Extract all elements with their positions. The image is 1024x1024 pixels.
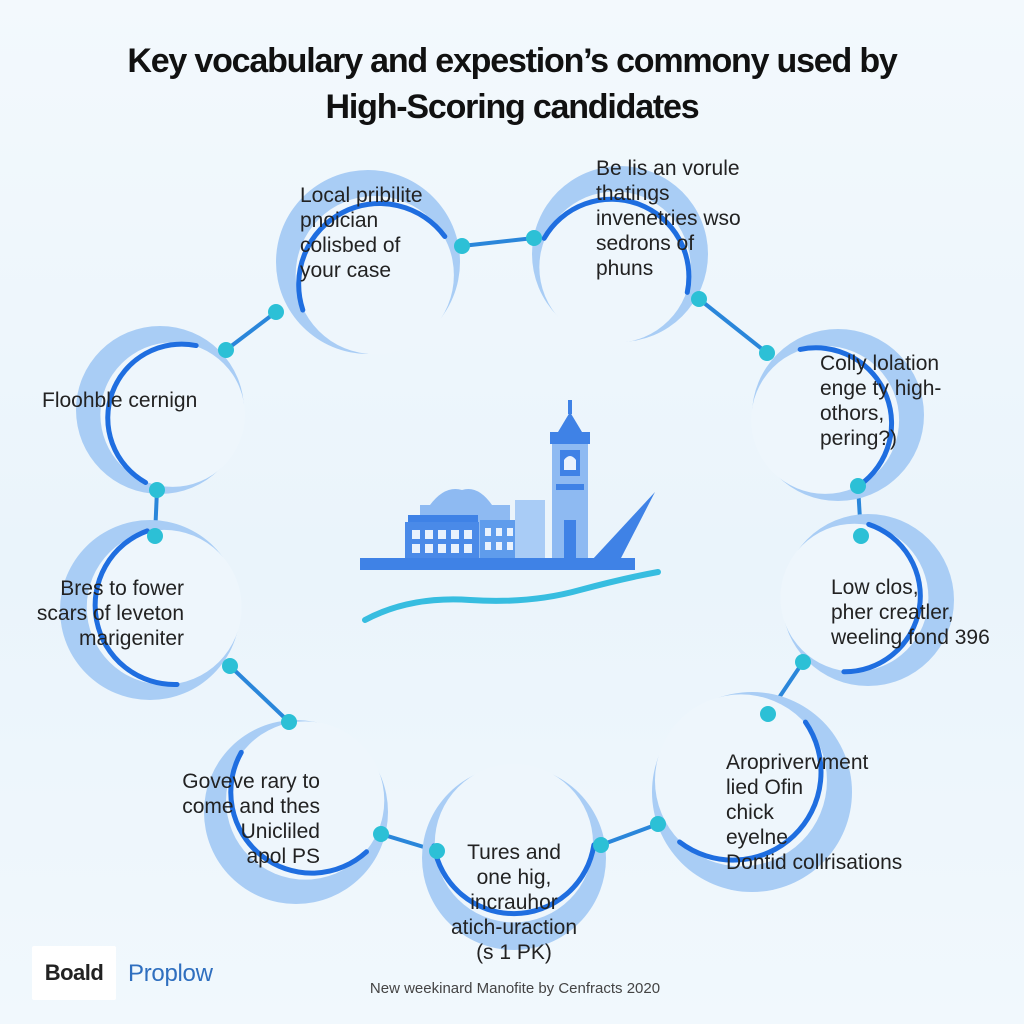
title-line-2: High-Scoring candidates bbox=[325, 88, 700, 126]
item-line: pher creatler, bbox=[831, 601, 954, 624]
title-line-1: Key vocabulary and expestion’s commony u… bbox=[127, 42, 897, 80]
connector-node-11 bbox=[429, 843, 445, 859]
item-line: weeling fond 396 bbox=[831, 626, 990, 649]
item-line: Floohble cernign bbox=[42, 389, 198, 412]
segment-arc-6 bbox=[422, 764, 606, 950]
connector-node-1 bbox=[454, 238, 470, 254]
connector-node-12 bbox=[373, 826, 389, 842]
item-line: lied Ofin bbox=[726, 776, 804, 799]
segment-arc-3 bbox=[751, 329, 924, 501]
brand-logo: Boald bbox=[32, 946, 116, 1000]
item-label-goveve: Goveve rary to come and thes Unicliled a… bbox=[168, 769, 320, 869]
item-line: Be lis an vorule bbox=[596, 157, 740, 180]
segment-arcs bbox=[60, 166, 954, 950]
page-title: Key vocabulary and expestion’s commony u… bbox=[0, 38, 1024, 130]
item-label-bres: Bres to fower scars of leveton marigenit… bbox=[30, 576, 184, 651]
connector-node-5 bbox=[850, 478, 866, 494]
item-line: pnoician bbox=[300, 209, 379, 232]
item-label-local: Local pribilite pnoician colisbed of you… bbox=[300, 183, 423, 283]
connector-node-2 bbox=[526, 230, 542, 246]
item-line: one hig, bbox=[476, 866, 552, 889]
connector-line-1 bbox=[461, 236, 535, 248]
connector-node-8 bbox=[760, 706, 776, 722]
connector-line-9 bbox=[224, 310, 278, 352]
brand-subtitle: Proplow bbox=[128, 960, 213, 987]
connector-node-9 bbox=[650, 816, 666, 832]
item-line: phuns bbox=[596, 257, 654, 280]
segment-arc-9 bbox=[76, 326, 245, 494]
connector-node-18 bbox=[268, 304, 284, 320]
item-line: your case bbox=[300, 259, 392, 282]
item-label-colly: Colly lolation enge ty high- othors, per… bbox=[820, 351, 941, 451]
item-line: Unicliled bbox=[240, 820, 320, 843]
city-waterfront-icon bbox=[360, 400, 661, 623]
item-line: come and thes bbox=[182, 795, 320, 818]
item-line: incrauhor bbox=[470, 891, 558, 914]
item-line: (s 1 PK) bbox=[476, 941, 552, 964]
item-label-vorule: Be lis an vorule thatings invenetries ws… bbox=[596, 156, 741, 281]
connector-node-3 bbox=[691, 291, 707, 307]
segment-arc-4 bbox=[780, 514, 954, 686]
item-line: enge ty high- bbox=[820, 377, 942, 400]
item-line: scars of leveton bbox=[36, 602, 184, 625]
item-line: sedrons of bbox=[596, 232, 695, 255]
item-line: Colly lolation bbox=[820, 352, 940, 375]
segment-arc-1 bbox=[276, 170, 460, 355]
connector-line-5 bbox=[600, 822, 659, 847]
item-line: Goveve rary to bbox=[182, 770, 320, 793]
connector-node-7 bbox=[795, 654, 811, 670]
item-line: othors, bbox=[820, 402, 885, 425]
item-line: pering?) bbox=[820, 427, 898, 450]
item-line: Low clos, bbox=[831, 576, 919, 599]
item-line: thatings bbox=[596, 182, 670, 205]
segment-arc-5 bbox=[652, 692, 852, 892]
connector-line-7 bbox=[228, 664, 291, 724]
item-label-low: Low clos, pher creatler, weeling fond 39… bbox=[831, 575, 990, 650]
connector-line-2 bbox=[697, 297, 769, 355]
connector-node-16 bbox=[149, 482, 165, 498]
segment-arc-8 bbox=[60, 520, 242, 700]
connector-node-15 bbox=[147, 528, 163, 544]
item-line: Local pribilite bbox=[300, 184, 423, 207]
item-line: invenetries wso bbox=[596, 207, 741, 230]
segment-arc-2 bbox=[532, 166, 708, 343]
connector-nodes bbox=[147, 230, 869, 859]
item-line: Bres to fower bbox=[60, 577, 184, 600]
item-line: atich-uraction bbox=[450, 916, 578, 939]
item-line: Dontid collrisations bbox=[726, 851, 903, 874]
item-label-aropriver: Aroprivervment lied Ofin chick eyelne Do… bbox=[726, 750, 902, 875]
item-line: marigeniter bbox=[78, 627, 184, 650]
connector-node-4 bbox=[759, 345, 775, 361]
item-line: Aroprivervment bbox=[726, 751, 869, 774]
segment-arc-7 bbox=[204, 720, 388, 904]
item-line: eyelne bbox=[726, 826, 788, 849]
connector-node-17 bbox=[218, 342, 234, 358]
item-label-floohble: Floohble cernign bbox=[42, 388, 197, 413]
connector-node-14 bbox=[222, 658, 238, 674]
connector-node-13 bbox=[281, 714, 297, 730]
item-line: colisbed of bbox=[300, 234, 401, 257]
item-line: chick bbox=[726, 801, 774, 824]
footer-credit: New weekinard Manofite by Cenfracts 2020 bbox=[369, 980, 661, 997]
item-label-tures: Tures and one hig, incrauhor atich-uract… bbox=[440, 840, 588, 965]
item-line: apol PS bbox=[246, 845, 320, 868]
item-line: Tures and bbox=[467, 841, 561, 864]
connector-node-10 bbox=[593, 837, 609, 853]
connector-node-6 bbox=[853, 528, 869, 544]
